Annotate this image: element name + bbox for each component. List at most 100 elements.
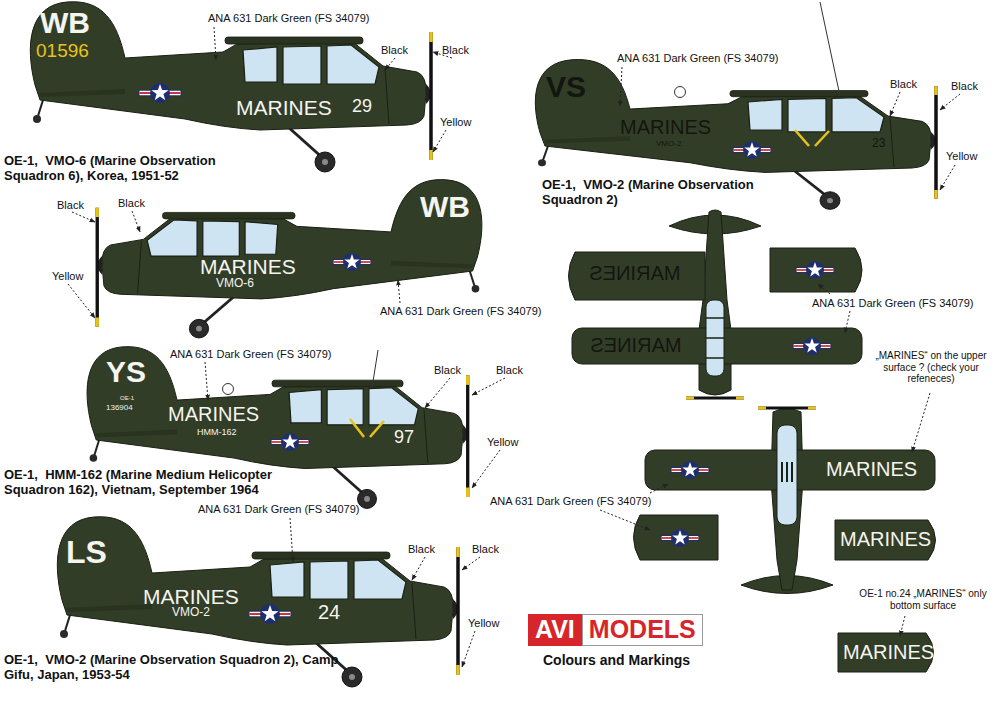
leader-line bbox=[600, 510, 650, 530]
profile-caption: OE-1, VMO-6 (Marine Observation Squadron… bbox=[4, 154, 266, 184]
artwork bbox=[30, 2, 960, 687]
fuselage-marking: MARINES bbox=[620, 116, 711, 139]
note: „MARINES“ on the upper surface ? (check … bbox=[868, 350, 994, 385]
logo: AVIMODELS bbox=[528, 614, 703, 646]
colour-callout: Black bbox=[890, 78, 917, 91]
window bbox=[706, 300, 724, 376]
leader-line bbox=[462, 631, 475, 667]
chevron bbox=[795, 130, 809, 146]
national-insignia bbox=[733, 141, 771, 159]
squadron-marking: VMO-2 bbox=[656, 139, 681, 148]
wing-marking: MARINES bbox=[826, 458, 917, 481]
colour-callout: Yellow bbox=[440, 116, 471, 129]
wing-panel bbox=[770, 248, 862, 292]
colour-callout: ANA 631 Dark Green (FS 34079) bbox=[198, 503, 359, 516]
wing-panel bbox=[838, 633, 934, 672]
wing-marking: MARINES bbox=[589, 262, 680, 285]
leader-line bbox=[462, 557, 480, 570]
fin-code: WB bbox=[420, 190, 470, 225]
national-insignia bbox=[796, 261, 834, 279]
colour-callout: Black bbox=[434, 364, 461, 377]
side-number: 23 bbox=[872, 137, 885, 151]
colour-callout: ANA 631 Dark Green (FS 34079) bbox=[490, 495, 651, 508]
fuselage bbox=[699, 210, 731, 395]
leader-line bbox=[433, 130, 446, 152]
leader-line bbox=[900, 616, 905, 636]
side-number: 24 bbox=[318, 601, 340, 624]
leader-line bbox=[912, 393, 930, 452]
national-insignia bbox=[793, 337, 831, 355]
wing-panel bbox=[569, 252, 706, 300]
leader-line bbox=[68, 284, 95, 318]
leader-line bbox=[72, 212, 95, 222]
colour-callout: Black bbox=[118, 197, 145, 210]
squadron-marking: VMO-6 bbox=[216, 277, 254, 291]
fuselage-marking: MARINES bbox=[236, 96, 332, 120]
colour-callout: ANA 631 Dark Green (FS 34079) bbox=[617, 52, 778, 65]
wing-marking: MARINES bbox=[843, 641, 934, 664]
note: OE-1 no.24 „MARINES“ only bottom surface bbox=[858, 588, 988, 611]
national-insignia bbox=[671, 461, 709, 479]
colour-callout: Yellow bbox=[468, 617, 499, 630]
colour-callout: Black bbox=[951, 80, 978, 93]
side-profile bbox=[535, 60, 936, 210]
colour-callout: Black bbox=[496, 364, 523, 377]
leader-line bbox=[412, 557, 425, 580]
leader-line bbox=[845, 311, 850, 333]
fuselage-marking: MARINES bbox=[200, 255, 296, 279]
propeller bbox=[758, 407, 816, 410]
fuselage-marking: MARINES bbox=[168, 403, 259, 426]
fuselage bbox=[771, 409, 803, 591]
leader-line bbox=[650, 484, 668, 493]
leader-line bbox=[398, 280, 400, 303]
antenna bbox=[820, 2, 840, 96]
sheet-subtitle: Colours and Markings bbox=[543, 652, 690, 668]
wing-marking: MARINES bbox=[590, 334, 681, 357]
fin-code: VS bbox=[546, 70, 586, 105]
wing-panel bbox=[835, 520, 936, 560]
colour-callout: Black bbox=[381, 44, 408, 57]
leader-line bbox=[290, 518, 293, 562]
national-insignia bbox=[271, 433, 309, 451]
colour-callout: Yellow bbox=[52, 270, 83, 283]
leader-line bbox=[132, 211, 140, 232]
profile-caption: OE-1, VMO-2 (Marine Observation Squadron… bbox=[542, 178, 804, 208]
chevron bbox=[370, 421, 384, 437]
colour-callout: Yellow bbox=[487, 436, 518, 449]
colour-callout: Yellow bbox=[946, 150, 977, 163]
logo-word: AVI bbox=[528, 614, 582, 646]
leader-line bbox=[620, 67, 622, 106]
leader-line bbox=[214, 27, 216, 60]
leader-line bbox=[425, 378, 450, 408]
national-insignia bbox=[249, 604, 291, 624]
colour-callout: ANA 631 Dark Green (FS 34079) bbox=[170, 348, 331, 361]
leader-line bbox=[472, 378, 505, 395]
logo-word: MODELS bbox=[582, 614, 703, 646]
side-profile bbox=[30, 2, 431, 172]
colour-callout: Black bbox=[408, 543, 435, 556]
colour-callout: Black bbox=[57, 199, 84, 212]
colour-callout: ANA 631 Dark Green (FS 34079) bbox=[208, 12, 369, 25]
window bbox=[777, 425, 797, 525]
national-insignia bbox=[139, 83, 181, 103]
side-number: 97 bbox=[394, 427, 414, 448]
colour-callout: Black bbox=[472, 543, 499, 556]
leader-line bbox=[940, 165, 955, 190]
side-number: 29 bbox=[352, 96, 372, 117]
leader-line bbox=[205, 362, 208, 400]
leader-line bbox=[472, 450, 500, 488]
profile-caption: OE-1, HMM-162 (Marine Medium Helicopter … bbox=[4, 468, 316, 498]
antenna bbox=[372, 350, 378, 388]
chevron bbox=[815, 131, 829, 146]
fin-code: WB bbox=[40, 6, 90, 41]
colour-callout: ANA 631 Dark Green (FS 34079) bbox=[380, 305, 541, 318]
leader-line bbox=[385, 58, 395, 70]
loop-antenna bbox=[223, 384, 234, 395]
leader-line bbox=[818, 284, 830, 294]
profile-caption: OE-1, VMO-2 (Marine Observation Squadron… bbox=[4, 653, 349, 683]
leader-line bbox=[890, 92, 900, 116]
leader-line bbox=[940, 94, 960, 110]
national-insignia bbox=[661, 529, 699, 547]
serial-number: 01596 bbox=[36, 40, 89, 62]
fin-code: YS bbox=[106, 355, 146, 390]
